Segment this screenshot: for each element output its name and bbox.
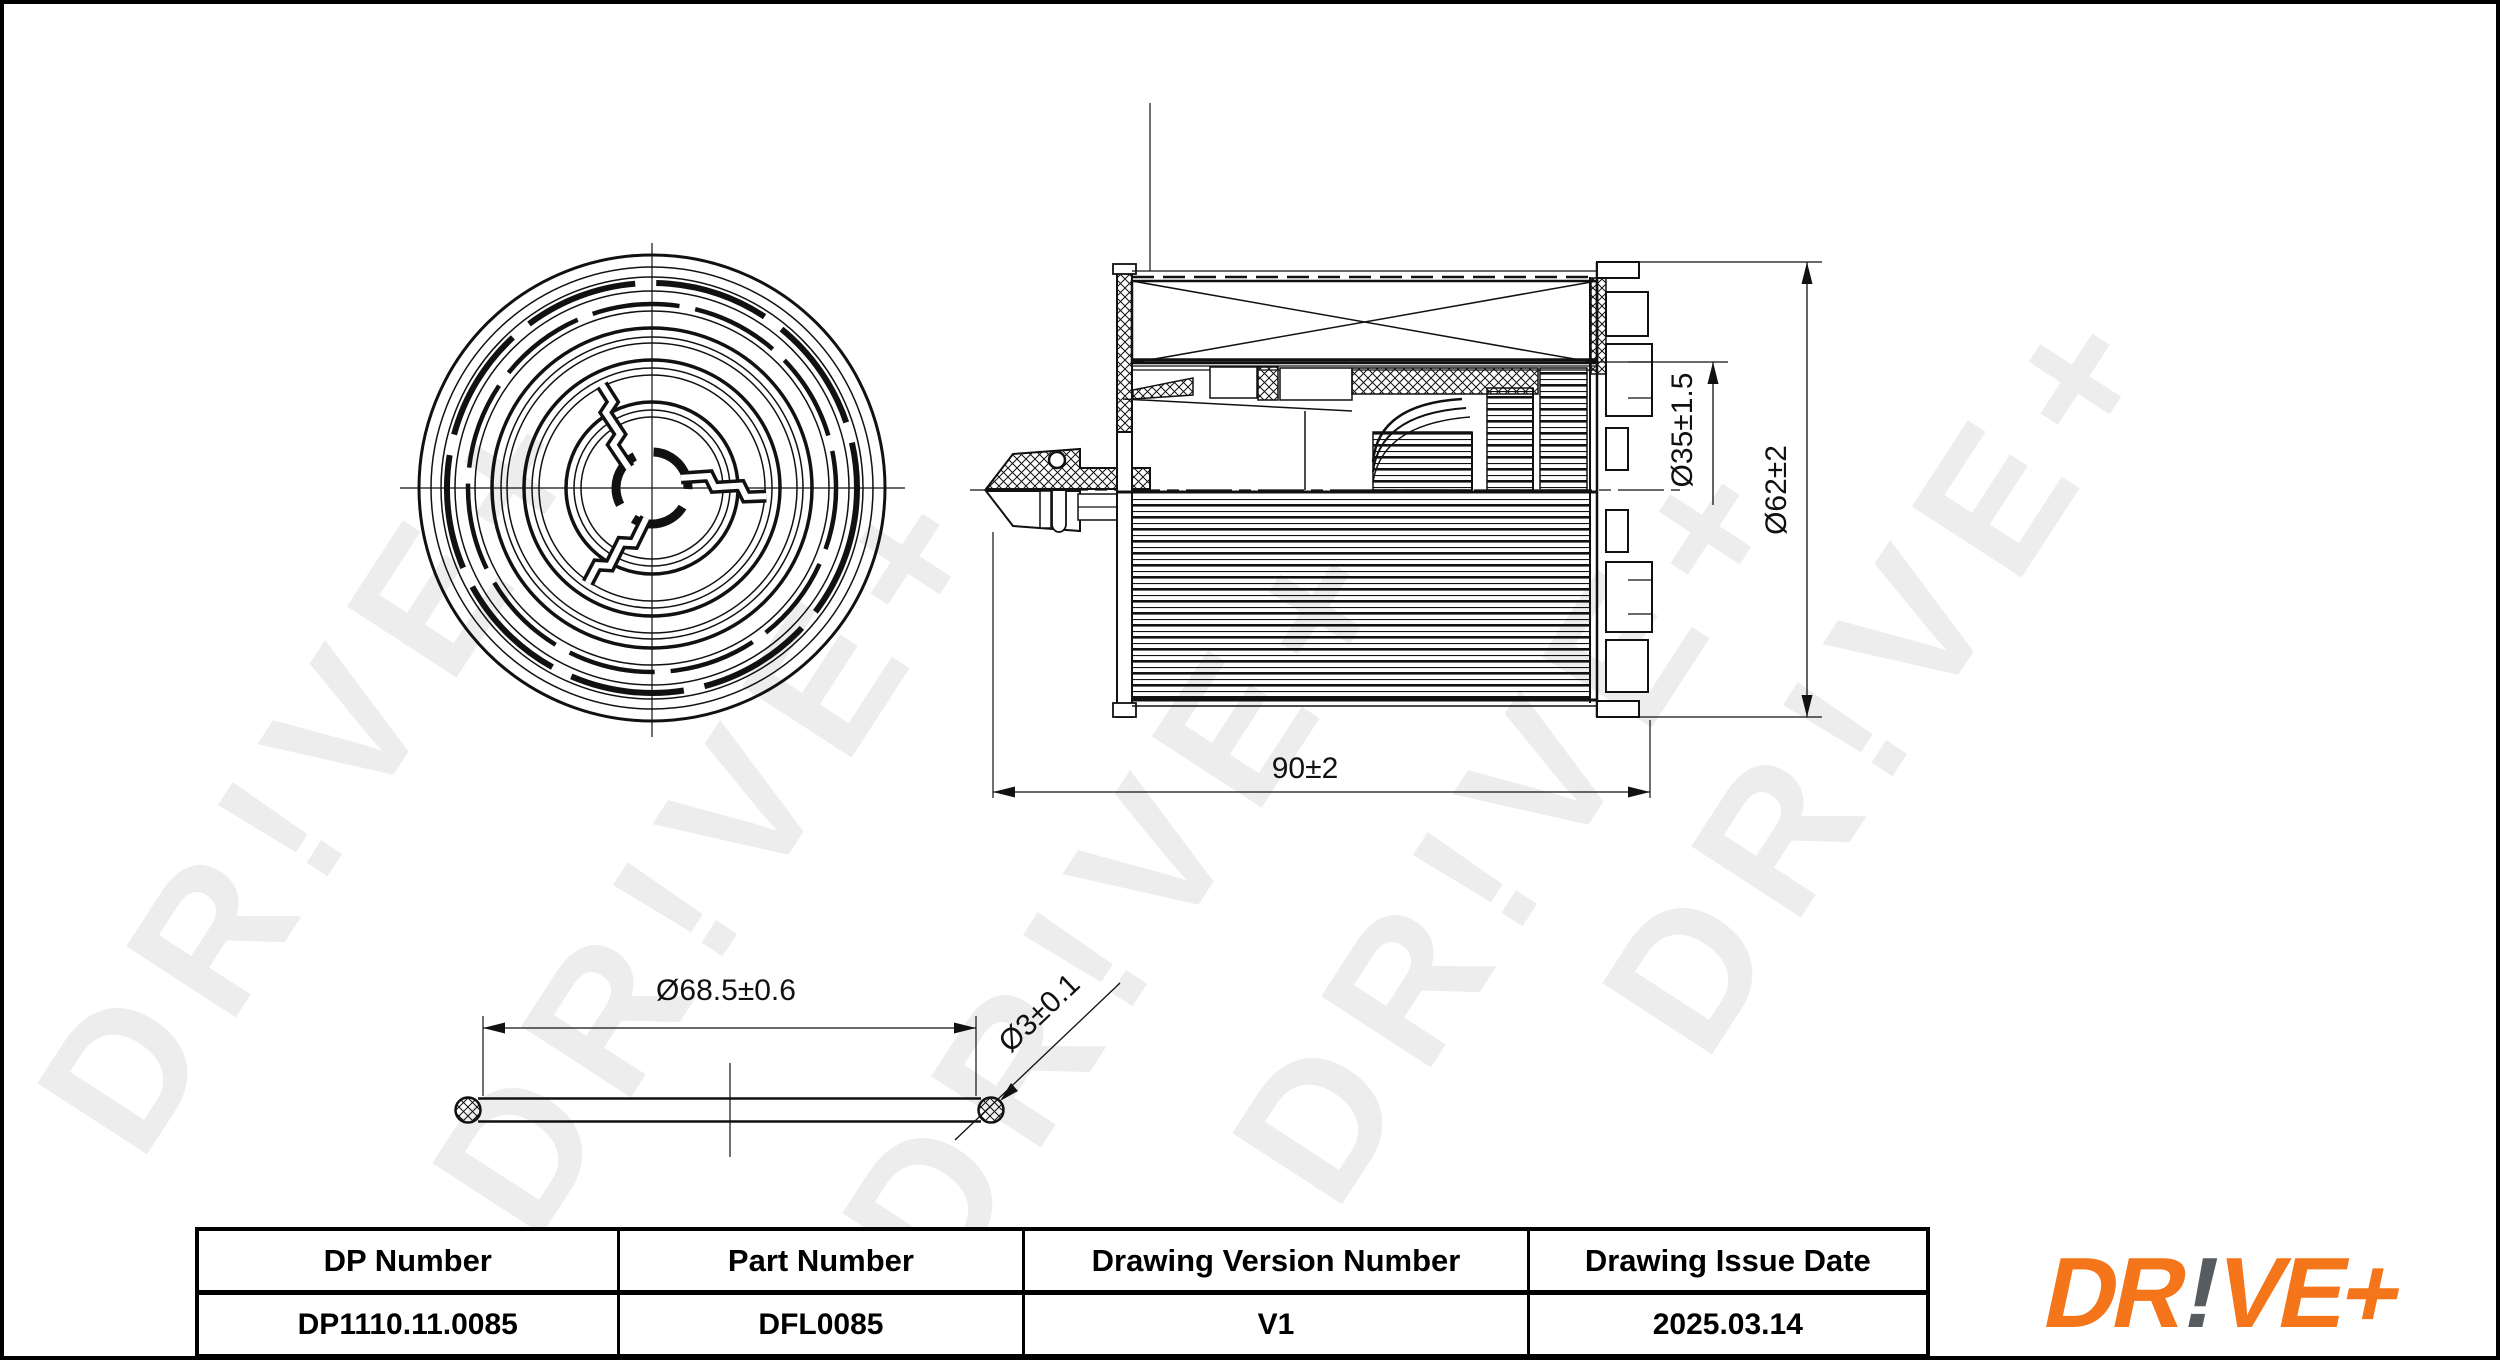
dim-outer-diameter: Ø62±2 bbox=[1607, 261, 1822, 718]
value-dp-number: DP1110.11.0085 bbox=[199, 1295, 620, 1354]
hub-spokes bbox=[582, 381, 767, 586]
dim-label-inner-diameter: Ø35±1.5 bbox=[1666, 373, 1699, 488]
front-view bbox=[400, 243, 905, 737]
value-drawing-issue-date: 2025.03.14 bbox=[1652, 1307, 1803, 1341]
bypass-valve bbox=[983, 447, 1151, 533]
header-drawing-version-number: Drawing Version Number bbox=[1025, 1231, 1530, 1290]
valve-ball bbox=[1047, 450, 1067, 470]
hub-ring bbox=[611, 447, 693, 529]
header-drawing-issue-date: Drawing Issue Date bbox=[1584, 1242, 1871, 1278]
value-part-number: DFL0085 bbox=[620, 1295, 1026, 1354]
title-block-table: DP Number Part Number Drawing Version Nu… bbox=[195, 1227, 1930, 1358]
right-end-cap bbox=[1589, 261, 1653, 718]
drive-plus-logo: DR!VE+ bbox=[1939, 1236, 2500, 1349]
dim-inner-diameter: Ø35±1.5 bbox=[1588, 361, 1728, 505]
logo-text-ve-plus: VE+ bbox=[2206, 1236, 2411, 1349]
watermark-layer: DR!VE+ DR!VE+ DR!VE+ DR!VE+ DR!VE+ bbox=[0, 252, 2207, 1317]
value-drawing-version-number: V1 bbox=[1025, 1295, 1530, 1354]
dim-body-length: 90±2 bbox=[992, 532, 1651, 798]
side-section-view bbox=[970, 103, 1680, 718]
header-part-number: Part Number bbox=[620, 1231, 1026, 1290]
dim-label-body-length: 90±2 bbox=[1272, 752, 1339, 785]
title-block-header-row: DP Number Part Number Drawing Version Nu… bbox=[199, 1231, 1926, 1295]
dim-label-gasket-outer: Ø68.5±0.6 bbox=[656, 974, 796, 1007]
dim-label-outer-diameter: Ø62±2 bbox=[1760, 445, 1793, 535]
upper-section-internals bbox=[1122, 366, 1588, 491]
left-end-disc bbox=[1112, 263, 1137, 718]
lower-pleats bbox=[1132, 496, 1597, 707]
dimension-annotations: 90±2 Ø35±1.5 Ø62±2 bbox=[992, 261, 1822, 798]
header-dp-number: DP Number bbox=[199, 1231, 620, 1290]
title-block-value-row: DP1110.11.0085 DFL0085 V1 2025.03.14 bbox=[199, 1295, 1926, 1354]
dim-gasket-outer-diameter: Ø68.5±0.6 bbox=[482, 974, 977, 1096]
logo-text-dr: DR bbox=[2034, 1236, 2196, 1349]
media-roll-top bbox=[1130, 270, 1599, 371]
